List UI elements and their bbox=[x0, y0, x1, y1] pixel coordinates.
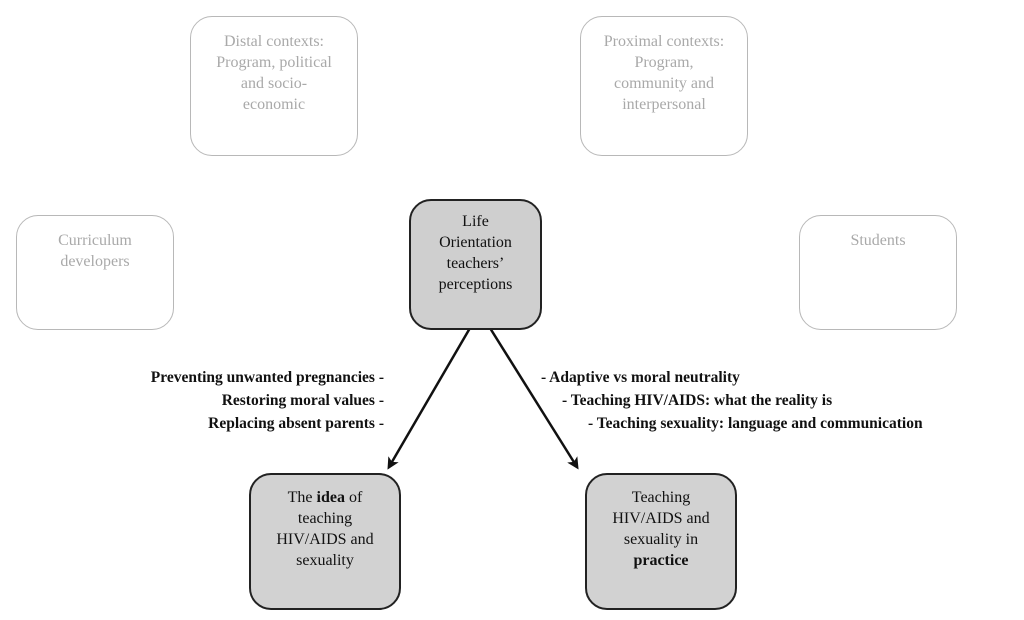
proximal-contexts-box: Proximal contexts: Program, community an… bbox=[580, 16, 748, 156]
left-label-1: Preventing unwanted pregnancies - bbox=[150, 369, 384, 386]
distal-contexts-box: Distal contexts: Program, political and … bbox=[190, 16, 358, 156]
proximal-contexts-text: Proximal contexts: Program, community an… bbox=[603, 33, 725, 113]
practice-bold-word: practice bbox=[633, 552, 689, 569]
life-orientation-teachers-box: Life Orientation teachers’ perceptions bbox=[409, 199, 542, 330]
right-label-3: - Teaching sexuality: language and commu… bbox=[588, 415, 923, 432]
idea-bold-word: idea bbox=[316, 489, 345, 506]
idea-of-teaching-box: The idea of teaching HIV/AIDS and sexual… bbox=[249, 473, 401, 610]
left-label-2: Restoring moral values - bbox=[221, 392, 384, 409]
curriculum-developers-box: Curriculum developers bbox=[16, 215, 174, 330]
arrow-to-idea bbox=[387, 327, 472, 470]
students-text: Students bbox=[850, 232, 906, 249]
right-label-1: - Adaptive vs moral neutrality bbox=[541, 369, 740, 386]
arrow-to-practice bbox=[488, 327, 579, 470]
right-label-2: - Teaching HIV/AIDS: what the reality is bbox=[562, 392, 833, 409]
teaching-in-practice-text: Teaching HIV/AIDS and sexuality in pract… bbox=[612, 489, 710, 569]
curriculum-developers-text: Curriculum developers bbox=[58, 232, 132, 270]
left-label-3: Replacing absent parents - bbox=[208, 415, 384, 432]
distal-contexts-text: Distal contexts: Program, political and … bbox=[216, 33, 332, 113]
teaching-in-practice-box: Teaching HIV/AIDS and sexuality in pract… bbox=[585, 473, 737, 610]
life-orientation-teachers-text: Life Orientation teachers’ perceptions bbox=[438, 213, 513, 293]
idea-of-teaching-text: The idea of teaching HIV/AIDS and sexual… bbox=[276, 489, 374, 569]
students-box: Students bbox=[799, 215, 957, 330]
